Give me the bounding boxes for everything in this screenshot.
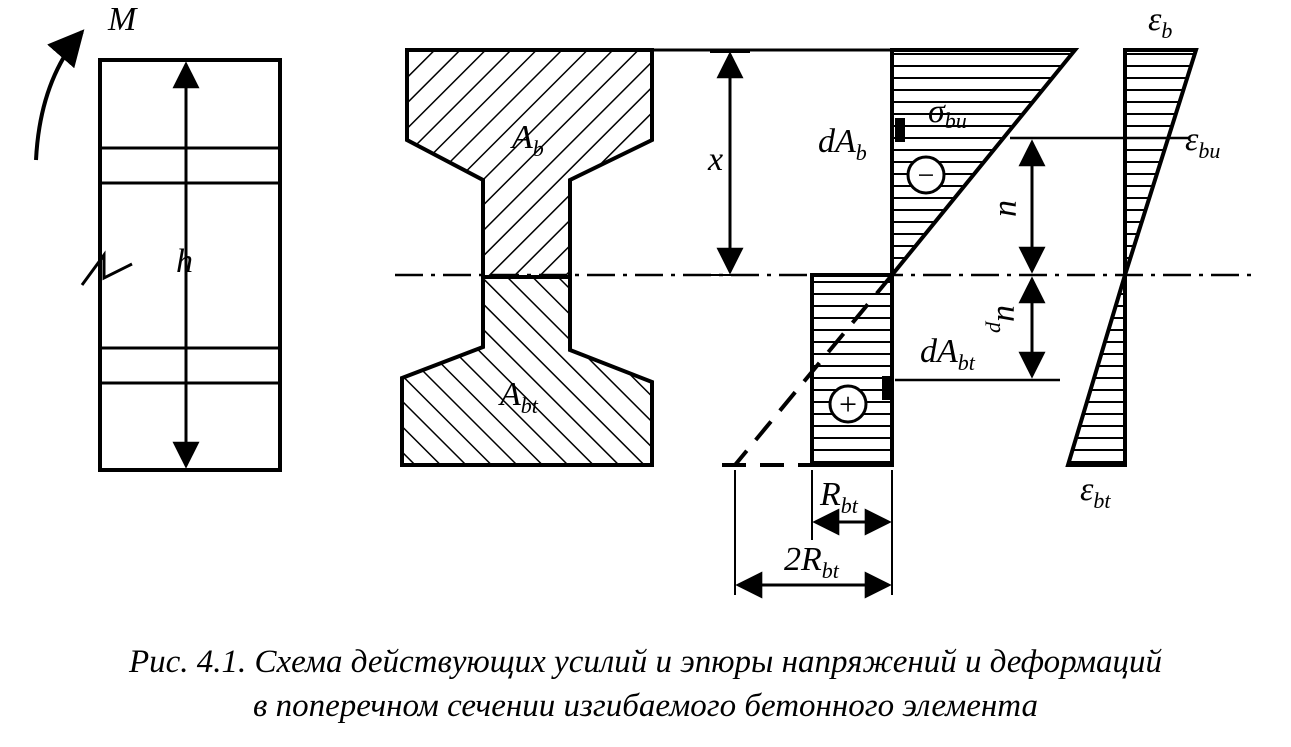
strain-diagram: εb εbu εbt xyxy=(1065,1,1220,513)
minus-sign-icon xyxy=(906,155,946,195)
compressed-area-label: Ab xyxy=(510,119,544,161)
break-line-icon xyxy=(80,250,133,286)
caption-line-2: в поперечном сечении изгибаемого бетонно… xyxy=(253,688,1038,724)
height-label: h xyxy=(176,243,193,280)
tensile-strain-triangle xyxy=(1065,274,1127,467)
compressive-strain-triangle xyxy=(1123,48,1199,276)
tension-area-label: Abt xyxy=(498,376,539,418)
stress-strain-diagram: M h Ab Abt x − + dAb dA xyxy=(34,1,1255,599)
beam-outline xyxy=(98,58,282,472)
dA-bt-label: dAbt xyxy=(920,333,976,375)
figure-caption: Рис. 4.1. Схема действующих усилий и эпю… xyxy=(0,640,1291,728)
u-p-label: up xyxy=(985,305,1027,333)
R-bt-label: Rbt xyxy=(819,476,859,518)
x-label: x xyxy=(707,141,723,178)
compressive-stress-triangle xyxy=(890,48,1080,281)
dA-b-label: dAb xyxy=(818,123,867,165)
plus-sign-icon xyxy=(828,384,868,424)
i-section: Ab Abt x xyxy=(395,48,1255,467)
eps-bt-label: εbt xyxy=(1080,471,1111,513)
beam-side-view: M h xyxy=(34,1,282,472)
2R-bt-label: 2Rbt xyxy=(784,541,840,583)
u-label: u xyxy=(992,200,1029,217)
eps-b-label: εb xyxy=(1148,1,1172,43)
plastic-tension-dashed xyxy=(733,273,894,467)
dA-bt-element xyxy=(882,376,892,400)
dA-b-element xyxy=(895,118,905,142)
caption-line-1: Рис. 4.1. Схема действующих усилий и эпю… xyxy=(128,644,1163,680)
moment-label: M xyxy=(107,1,138,38)
sigma-bu-label: σbu xyxy=(928,93,967,133)
tension-zone-area xyxy=(400,275,654,467)
minus-sign-text: − xyxy=(918,159,935,192)
plus-sign-text: + xyxy=(839,386,857,422)
compressed-zone-area xyxy=(405,48,654,279)
stress-diagram: − + dAb dAbt σbu u up Rbt 2Rbt xyxy=(722,48,1190,599)
moment-arrow-icon xyxy=(34,29,85,161)
eps-bu-label: εbu xyxy=(1185,121,1220,163)
tensile-stress-block xyxy=(810,273,894,467)
